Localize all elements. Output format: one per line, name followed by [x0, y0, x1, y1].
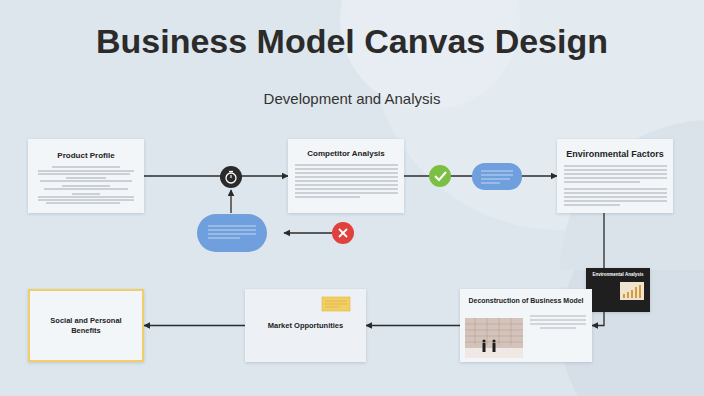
analysis-card: Environmental Analysis: [586, 268, 650, 312]
box-heading: Deconstruction of Business Model: [468, 297, 583, 306]
flow-arrow: [144, 175, 288, 176]
process-box: Competitor Analysis: [288, 139, 404, 213]
box-heading: Competitor Analysis: [307, 149, 385, 159]
box-heading: Market Opportunities: [268, 321, 343, 330]
process-box: Deconstruction of Business Model: [460, 289, 592, 362]
flow-arrow: [592, 312, 604, 326]
box-heading: Environmental Factors: [566, 149, 664, 160]
process-box: Environmental Factors: [557, 139, 673, 213]
box-heading: Social and Personal Benefits: [36, 316, 136, 335]
process-box: Market Opportunities: [245, 289, 366, 362]
box-heading: Product Profile: [57, 151, 114, 161]
subtitle: Development and Analysis: [0, 90, 704, 107]
highlight-box: Social and Personal Benefits: [28, 289, 144, 362]
box-heading: Environmental Analysis: [593, 272, 644, 278]
flow-arrow: [603, 213, 604, 268]
flow-arrow: [144, 325, 245, 326]
flow-arrow: [366, 325, 460, 326]
process-box: Product Profile: [28, 139, 144, 213]
title: Business Model Canvas Design: [0, 22, 704, 61]
